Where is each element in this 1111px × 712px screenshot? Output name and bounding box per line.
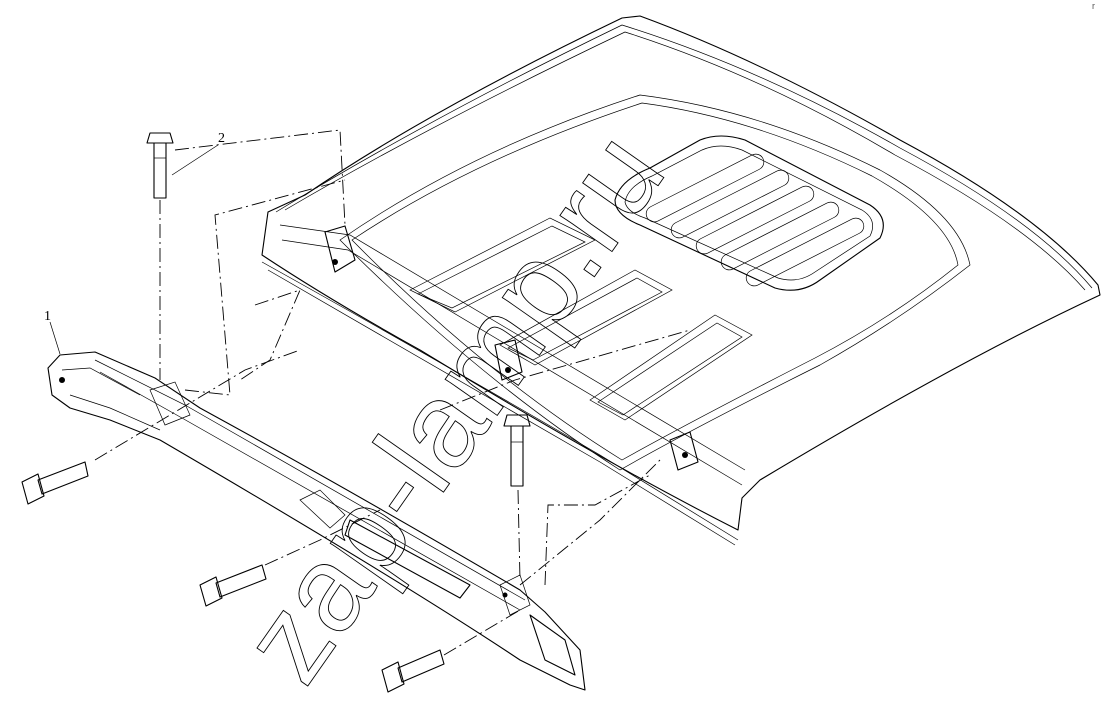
callout-2-label: 2 <box>218 131 225 146</box>
header-rail <box>47 351 586 691</box>
bolt-upper-middle <box>503 414 531 487</box>
roof-panel <box>261 15 1101 546</box>
watermark: zap-lamp.ru <box>217 109 690 705</box>
assembly-centerlines <box>94 129 691 656</box>
bolt-upper-left <box>146 132 174 199</box>
callout-1: 1 <box>44 309 61 355</box>
corner-mark: r <box>1092 1 1095 11</box>
callout-1-label: 1 <box>44 309 51 324</box>
roof-ribs <box>645 153 865 287</box>
bolt-lower-left <box>21 461 89 505</box>
bolt-lower-right <box>381 649 445 693</box>
callout-2: 2 <box>171 131 225 176</box>
bolt-lower-middle <box>199 564 267 607</box>
